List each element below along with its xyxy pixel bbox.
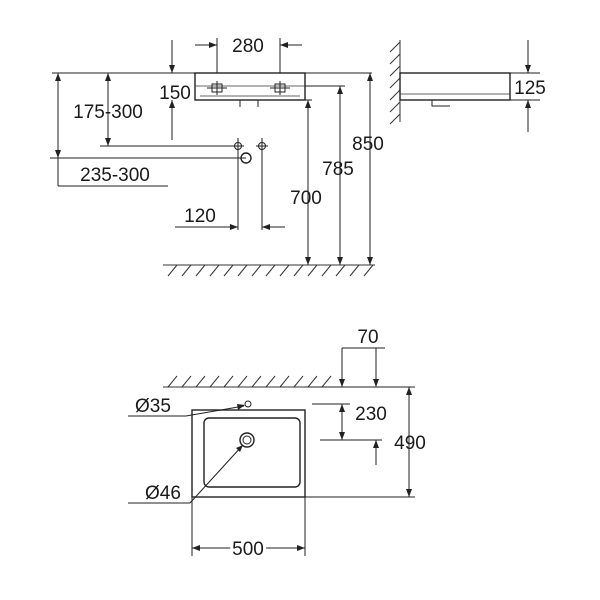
dim-wall-distance-range-label: 235-300	[80, 165, 150, 186]
dim-rim-high-label: 850	[352, 134, 384, 155]
dimension-850: 850	[352, 73, 384, 265]
drain-hole-outer	[239, 432, 255, 448]
tap-symbol-right	[270, 81, 290, 95]
floor-hatch	[163, 264, 375, 277]
dim-tap-hole-label: Ø35	[135, 396, 171, 417]
dimension-70: 70	[339, 327, 385, 387]
dim-basin-height-label: 150	[159, 83, 191, 104]
dimension-150: 150	[159, 40, 191, 140]
profile-view: 125	[389, 40, 546, 132]
dimension-tap-hole: Ø35	[128, 396, 245, 417]
drain-connection-symbol	[240, 138, 268, 230]
supply-connection-symbol	[232, 138, 244, 230]
drain-hole-inner	[242, 435, 252, 445]
plan-wall-hatch	[163, 375, 342, 388]
basin-bowl-outline	[203, 417, 301, 488]
dim-drain-spacing-label: 120	[184, 206, 216, 227]
dim-profile-height-label: 125	[514, 78, 546, 99]
dimension-700: 700	[290, 99, 322, 265]
dimension-175-300: 175-300	[73, 73, 238, 147]
wall-hatch	[389, 40, 401, 125]
dim-tap-spacing-label: 280	[232, 36, 264, 57]
basin-profile-outline	[399, 72, 511, 101]
dimension-120: 120	[175, 206, 285, 230]
dimension-785: 785	[305, 85, 354, 265]
dimension-drain-hole: Ø46	[128, 445, 243, 504]
basin-plan-outline	[191, 409, 306, 498]
tap-symbol-left	[207, 81, 227, 95]
dimension-280: 280	[195, 36, 302, 73]
dimension-500: 500	[191, 497, 306, 563]
side-view: 280 150 175-300 235-300	[50, 36, 384, 277]
tap-hole	[244, 400, 252, 408]
plan-view: Ø35 Ø46 70 230	[128, 327, 426, 563]
dim-total-depth-label: 490	[394, 433, 426, 454]
dim-bowl-depth-label: 230	[355, 404, 387, 425]
dim-tap-height-range-label: 175-300	[73, 102, 143, 123]
dim-rim-mid-label: 785	[322, 159, 354, 180]
dimension-125: 125	[510, 40, 546, 132]
dimension-490: 490	[394, 387, 426, 497]
dim-drain-hole-label: Ø46	[145, 483, 181, 504]
dimension-235-300: 235-300	[50, 73, 246, 187]
dim-rim-low-label: 700	[290, 188, 322, 209]
dim-tap-offset-label: 70	[357, 327, 378, 348]
dimension-230: 230	[339, 404, 387, 465]
dim-width-label: 500	[232, 539, 264, 560]
